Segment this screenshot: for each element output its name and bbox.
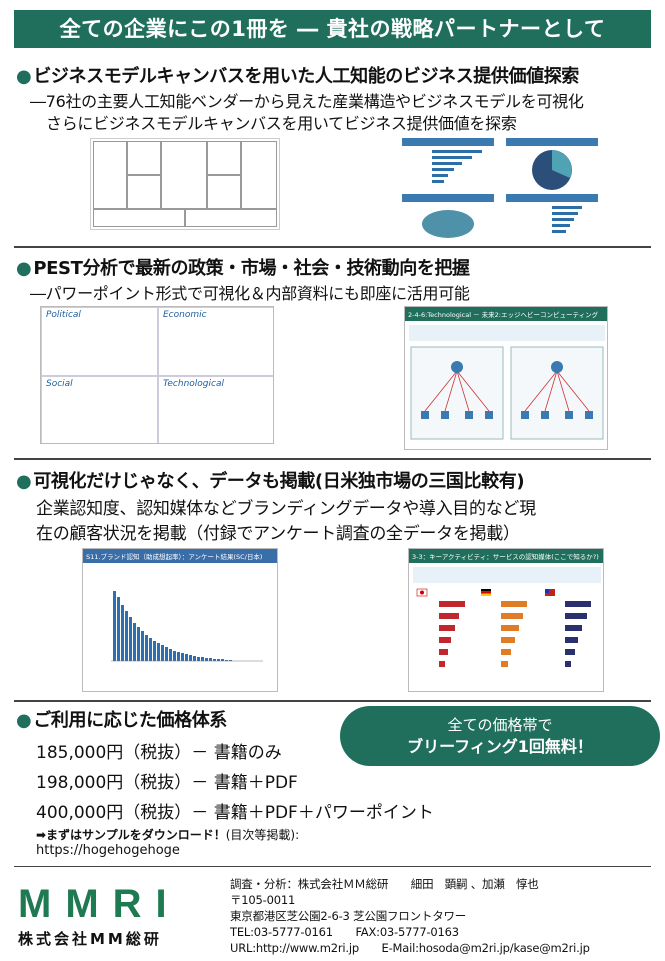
pest-economic-box: Economic [158,307,273,376]
compare-slide-title: 3-3：キーアクティビティ：サービスの認知媒体(ここで知るか?) [409,549,603,563]
divider-2 [14,458,651,460]
pest-political-box: Political [41,307,158,376]
logo-mark: MMRI [18,882,181,926]
section-1-title: ●ビジネスモデルキャンバスを用いた人工知能のビジネス提供価値探索 [16,66,579,87]
logo-company-name: 株式会社MM総研 [18,930,162,948]
tech-network-graphic [409,325,605,440]
contact-analysts: 調査・分析：株式会社ＭＭ総研 細田 顕嗣 、加瀬 惇也 [230,877,539,891]
contact-address: 東京都港区芝公園2-6-3 芝公園フロントタワー [230,909,467,923]
compare-slide-thumbnail: 3-3：キーアクティビティ：サービスの認知媒体(ここで知るか?) [408,548,604,692]
section-1-line-2: さらにビジネスモデルキャンバスを用いてビジネス提供価値を探索 [46,114,517,133]
sample-download-link[interactable]: https://hogehogehoge [36,843,180,858]
badge-line-2: ブリーフィング1回無料！ [407,737,593,756]
section-3-title: ●可視化だけじゃなく、データも掲載(日米独市場の三国比較有) [16,471,525,492]
section-2-title: ●PEST分析で最新の政策・市場・社会・技術動向を把握 [16,258,470,279]
section-2-title-text: PEST分析で最新の政策・市場・社会・技術動向を把握 [33,258,470,279]
page-header: 全ての企業にこの1冊を ― 貴社の戦略パートナーとして [14,10,651,48]
section-4-title-text: ご利用に応じた価格体系 [33,710,227,731]
pest-social-box: Social [41,376,158,443]
pest-technological-label: Technological [163,379,224,389]
brand-slide-title: S11.ブランド認知（助成想起率）：アンケート結果(SC/日本) [83,549,277,563]
contact-postal: 〒105-0011 [230,893,296,907]
free-briefing-badge: 全ての価格帯で ブリーフィング1回無料！ [340,706,660,766]
pest-technological-box: Technological [158,376,273,443]
company-logo: MMRI 株式会社MM総研 [18,882,208,949]
pest-social-label: Social [46,379,73,389]
price-item-3: 400,000円（税抜）－ 書籍＋PDF＋パワーポイント [36,803,434,823]
ai-charts-thumbnail [402,138,602,242]
section-2-line-1: ―パワーポイント形式で可視化＆内部資料にも即座に活用可能 [30,284,470,303]
section-3-title-text: 可視化だけじゃなく、データも掲載(日米独市場の三国比較有) [33,471,525,492]
contact-web-email: URL:http://www.m2ri.jp E-Mail:hosoda@m2r… [230,941,590,955]
section-1-title-text: ビジネスモデルキャンバスを用いた人工知能のビジネス提供価値探索 [33,66,579,87]
price-item-1: 185,000円（税抜）－ 書籍のみ [36,743,282,763]
pest-thumbnail: Political Economic Social Technological [40,306,274,444]
divider-3 [14,700,651,702]
price-item-2: 198,000円（税抜）－ 書籍＋PDF [36,773,298,793]
pest-political-label: Political [46,310,81,320]
divider-1 [14,246,651,248]
section-3-line-1: 企業認知度、認知媒体などブランディングデータや導入目的など現 [36,499,536,519]
brand-bar-graphic [111,591,263,662]
badge-line-1: 全ての価格帯で [447,716,553,734]
section-4-title: ●ご利用に応じた価格体系 [16,710,227,731]
brand-slide-thumbnail: S11.ブランド認知（助成想起率）：アンケート結果(SC/日本) [82,548,278,692]
section-3-line-2: 在の顧客状況を掲載（付録でアンケート調査の全データを掲載） [36,524,520,544]
divider-4 [14,866,651,867]
sample-download-label: ➡まずはサンプルをダウンロード！ [36,828,226,842]
ai-charts-graphic [402,138,598,238]
bmc-thumbnail [90,138,280,230]
sample-download-note: (目次等掲載): [225,828,300,842]
compare-bar-graphic [413,567,601,667]
section-1-line-1: ―76社の主要人工知能ベンダーから見えた産業構造やビジネスモデルを可視化 [30,92,584,111]
tech-slide-title: 2-4-6:Technological － 未来2:エッジヘビーコンピューティン… [405,307,607,321]
pest-economic-label: Economic [163,310,207,320]
contact-phone-fax: TEL:03-5777-0161 FAX:03-5777-0163 [230,925,459,939]
sample-download-line: ➡まずはサンプルをダウンロード！(目次等掲載): [36,826,299,843]
tech-slide-thumbnail: 2-4-6:Technological － 未来2:エッジヘビーコンピューティン… [404,306,608,450]
